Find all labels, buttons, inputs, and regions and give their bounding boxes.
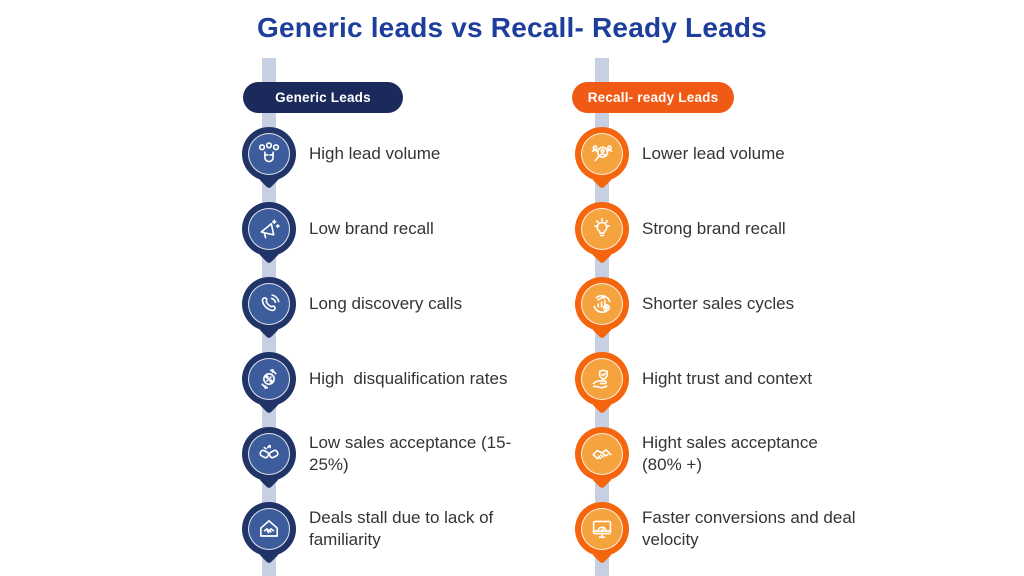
monitor-gauge-icon — [575, 501, 629, 564]
list-item: Hight sales acceptance (80% +) — [575, 416, 860, 491]
page-title: Generic leads vs Recall- Ready Leads — [257, 12, 767, 43]
chart-cycle-icon — [575, 276, 629, 339]
list-item: High disqualification rates — [242, 341, 514, 416]
item-label: High lead volume — [309, 143, 441, 163]
generic-leads-column: High lead volume Low brand recall — [242, 116, 514, 566]
hand-shield-icon — [575, 351, 629, 414]
generic-leads-header: Generic Leads — [243, 82, 403, 113]
item-label: Lower lead volume — [642, 143, 785, 163]
handshake-icon — [575, 426, 629, 489]
list-item: Low brand recall — [242, 191, 514, 266]
fist-bump-icon — [242, 426, 296, 489]
item-label: Hight sales acceptance (80% +) — [642, 432, 823, 474]
list-item: Shorter sales cycles — [575, 266, 860, 341]
item-label: Deals stall due to lack of familiarity — [309, 507, 498, 549]
item-label: Strong brand recall — [642, 218, 786, 238]
item-label: Shorter sales cycles — [642, 293, 795, 313]
percent-cycle-icon — [242, 351, 296, 414]
list-item: Long discovery calls — [242, 266, 514, 341]
item-label: Faster conversions and deal velocity — [642, 507, 861, 549]
item-label: High disqualification rates — [309, 368, 508, 388]
item-label: Long discovery calls — [309, 293, 463, 313]
list-item: Low sales acceptance (15-25%) — [242, 416, 514, 491]
item-label: Hight trust and context — [642, 368, 813, 388]
item-label: Low sales acceptance (15-25%) — [309, 432, 512, 474]
list-item: Deals stall due to lack of familiarity — [242, 491, 514, 566]
idea-bulb-icon — [575, 201, 629, 264]
magnifier-people-icon — [575, 126, 629, 189]
house-handshake-icon — [242, 501, 296, 564]
list-item: Strong brand recall — [575, 191, 860, 266]
list-item: Hight trust and context — [575, 341, 860, 416]
recall-ready-leads-column: Lower lead volume Strong brand recall — [575, 116, 860, 566]
list-item: Lower lead volume — [575, 116, 860, 191]
item-label: Low brand recall — [309, 218, 434, 238]
list-item: High lead volume — [242, 116, 514, 191]
megaphone-stars-icon — [242, 201, 296, 264]
recall-ready-leads-header: Recall- ready Leads — [572, 82, 734, 113]
magnet-leads-icon — [242, 126, 296, 189]
list-item: Faster conversions and deal velocity — [575, 491, 860, 566]
phone-call-icon — [242, 276, 296, 339]
